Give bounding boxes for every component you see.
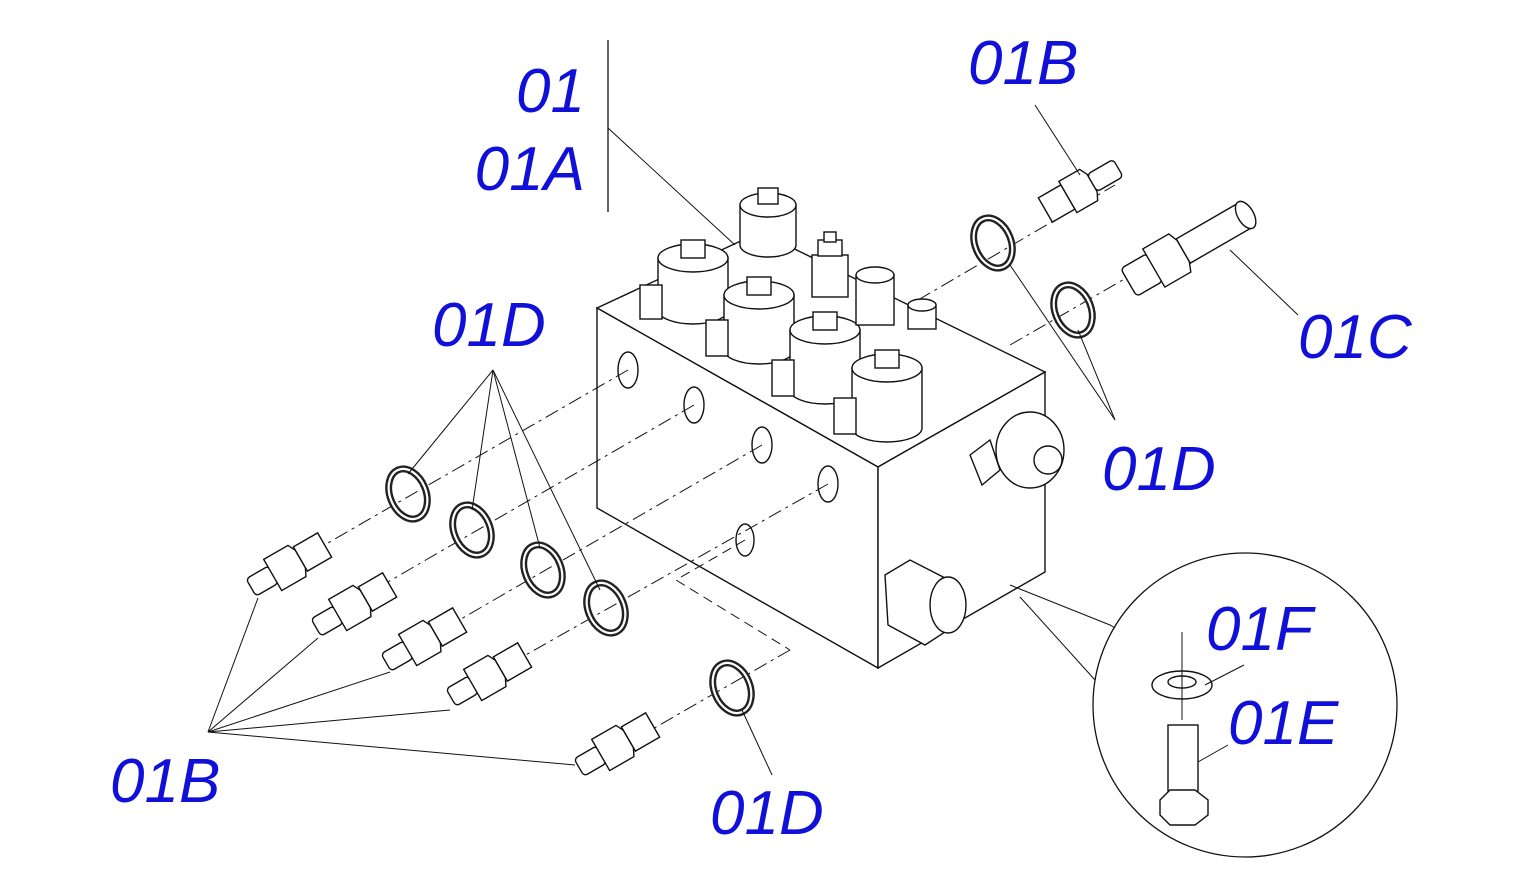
seal-ring: [709, 659, 755, 717]
solenoid-valves: [639, 187, 937, 443]
label-01b-top: 01B: [968, 29, 1078, 98]
label-01: 01: [516, 57, 585, 126]
label-01f: 01F: [1206, 595, 1316, 664]
male-fitting: [311, 571, 398, 636]
fittings-01b: [246, 531, 661, 776]
seal-ring: [970, 214, 1016, 272]
label-01b-bottom: 01B: [110, 747, 220, 816]
seal-ring: [385, 465, 431, 523]
solenoid-coil: [739, 187, 797, 258]
solenoid-coil: [833, 349, 923, 443]
side-solenoid: [969, 411, 1065, 489]
callout-labels: 01 01A 01B 01C 01D 01D 01D 01B 01F 01E: [110, 29, 1413, 848]
bolt: [1159, 724, 1209, 826]
solenoid-coil: [705, 276, 795, 365]
label-01a: 01A: [475, 135, 585, 204]
hex-plug: [884, 559, 967, 646]
seal-ring: [520, 541, 566, 599]
leader-lines: [207, 40, 1299, 776]
seal-rings: [385, 214, 1096, 717]
label-01d-bottom: 01D: [710, 779, 824, 848]
male-fitting: [246, 531, 333, 596]
pressure-fitting: [811, 231, 849, 298]
seal-ring: [449, 501, 495, 559]
label-01e: 01E: [1228, 689, 1339, 758]
male-fitting: [381, 606, 468, 671]
seal-ring: [1050, 281, 1096, 339]
solenoid-coil: [771, 311, 861, 405]
label-01d-right: 01D: [1102, 435, 1216, 504]
detail-view: [1009, 552, 1398, 858]
label-01c: 01C: [1298, 303, 1413, 372]
cap-plug: [907, 298, 937, 330]
hose-barb-fitting: [1121, 200, 1257, 296]
test-port: [855, 266, 895, 326]
male-fitting: [574, 711, 661, 776]
male-fitting: [446, 641, 533, 706]
solenoid-coil: [639, 239, 729, 325]
seal-ring: [583, 579, 629, 637]
male-fitting-top: [1037, 160, 1123, 224]
label-01d-upper-left: 01D: [432, 291, 546, 360]
